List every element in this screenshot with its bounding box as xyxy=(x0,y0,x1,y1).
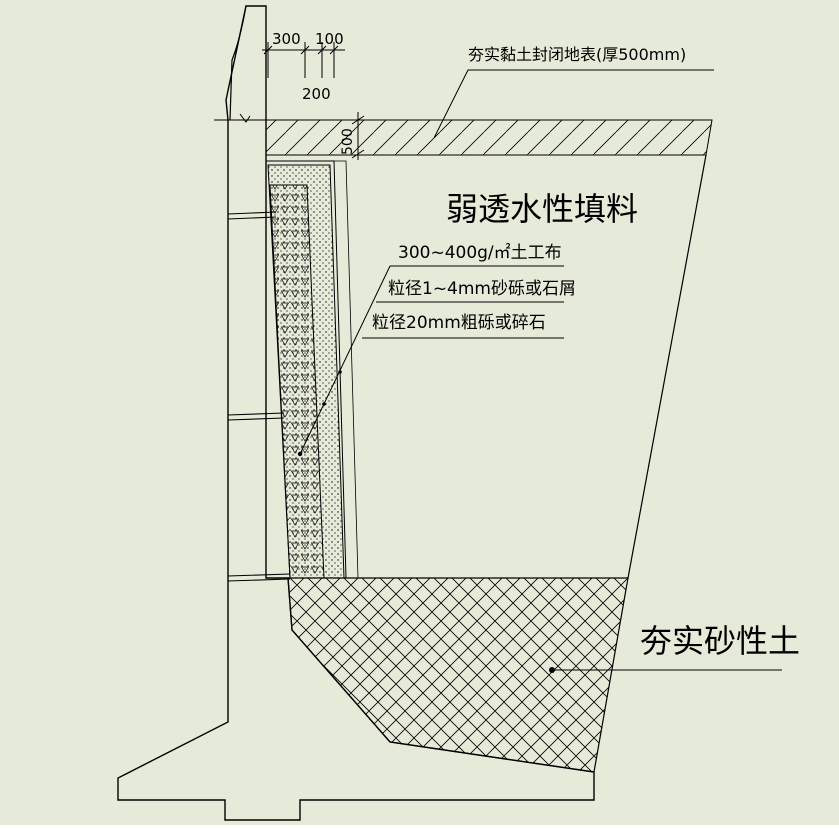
label-geotextile: 300~400g/㎡土工布 xyxy=(398,243,562,263)
dim-100: 100 xyxy=(315,30,344,48)
leader-dot-1 xyxy=(297,451,303,457)
leader-top-surface xyxy=(433,69,714,139)
leader-dot-2 xyxy=(322,402,326,406)
dim-500: 500 xyxy=(340,128,356,155)
weep-holes xyxy=(227,211,291,582)
wall-stem-edge xyxy=(229,5,247,121)
top-clay-layer xyxy=(265,119,713,156)
dim-500-line xyxy=(351,112,365,160)
dim-300: 300 xyxy=(272,30,301,48)
top-dimensions xyxy=(262,42,345,78)
geotextile-line-inner xyxy=(334,160,359,579)
leader-dot-3 xyxy=(338,370,342,374)
label-compacted-sand: 夯实砂性土 xyxy=(640,622,800,660)
label-top-surface: 夯实黏土封闭地表(厚500mm) xyxy=(468,45,686,64)
label-fill: 弱透水性填料 xyxy=(446,190,638,228)
dim-200: 200 xyxy=(302,85,331,103)
label-sand-layer: 粒径1~4mm砂砾或石屑 xyxy=(388,279,576,299)
ground-break xyxy=(214,113,266,123)
retaining-wall xyxy=(117,5,595,821)
backfill-outline xyxy=(627,154,707,579)
leader-layers xyxy=(299,265,391,455)
label-gravel-layer: 粒径20mm粗砾或碎石 xyxy=(372,313,546,333)
leader-dot-sand xyxy=(549,667,555,673)
